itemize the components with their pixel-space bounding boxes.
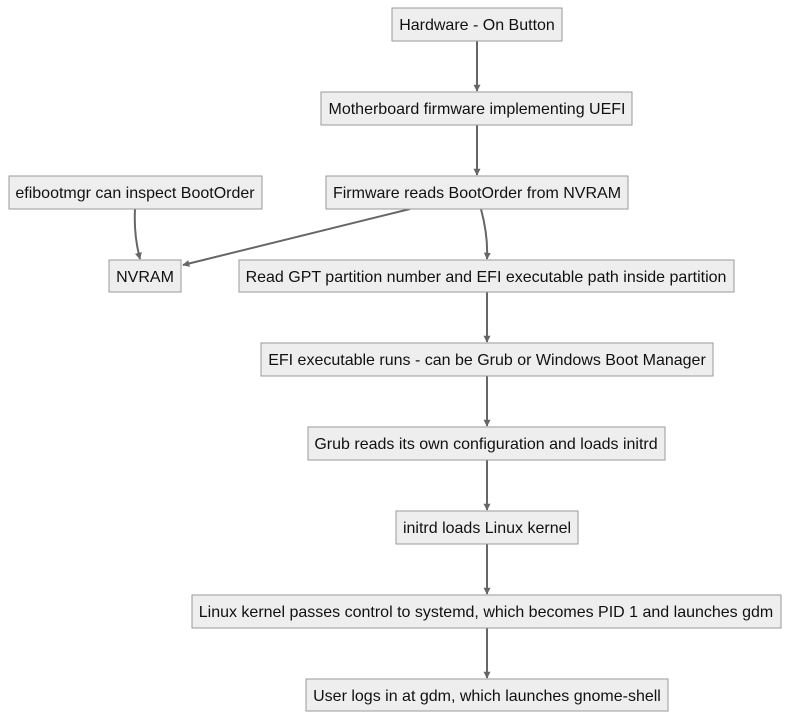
node-on-button: Hardware - On Button — [391, 7, 563, 42]
node-gpt: Read GPT partition number and EFI execut… — [238, 259, 735, 293]
node-label: Hardware - On Button — [399, 17, 555, 34]
node-label: Grub reads its own configuration and loa… — [314, 436, 657, 453]
node-grub: Grub reads its own configuration and loa… — [307, 426, 666, 461]
edge-reads-bootorder-to-gpt — [480, 208, 491, 260]
node-label: User logs in at gdm, which launches gnom… — [313, 688, 661, 705]
node-label: EFI executable runs - can be Grub or Win… — [268, 352, 706, 369]
node-label: efibootmgr can inspect BootOrder — [15, 185, 255, 202]
node-nvram: NVRAM — [108, 259, 182, 293]
node-kernel: Linux kernel passes control to systemd, … — [191, 594, 782, 629]
node-efi-exec: EFI executable runs - can be Grub or Win… — [260, 342, 714, 377]
node-label: Firmware reads BootOrder from NVRAM — [333, 185, 621, 202]
node-label: NVRAM — [116, 269, 174, 286]
node-reads-bootorder: Firmware reads BootOrder from NVRAM — [325, 175, 629, 210]
node-initrd: initrd loads Linux kernel — [395, 510, 579, 545]
node-uefi: Motherboard firmware implementing UEFI — [320, 91, 633, 126]
edge-efibootmgr-to-nvram — [133, 208, 142, 260]
node-label: initrd loads Linux kernel — [403, 520, 571, 537]
node-label: Motherboard firmware implementing UEFI — [329, 101, 626, 118]
edges — [133, 41, 491, 679]
edge-reads-bootorder-to-nvram — [182, 208, 411, 267]
node-gdm: User logs in at gdm, which launches gnom… — [305, 678, 669, 712]
node-label: Linux kernel passes control to systemd, … — [199, 604, 774, 621]
node-efibootmgr: efibootmgr can inspect BootOrder — [8, 175, 263, 210]
node-label: Read GPT partition number and EFI execut… — [246, 269, 727, 286]
